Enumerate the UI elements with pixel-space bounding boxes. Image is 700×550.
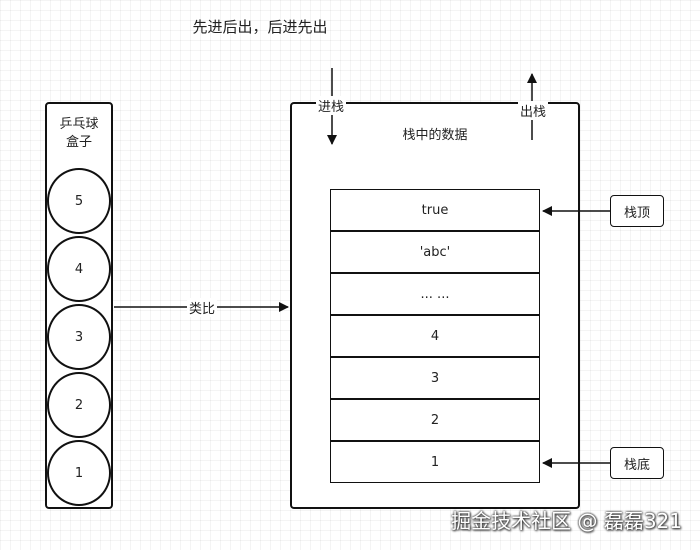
analogy-label: 类比: [187, 298, 218, 317]
pop-label: 出栈: [518, 101, 549, 120]
ping-pong-ball: 1: [47, 440, 111, 506]
stack-bottom-label: 栈底: [610, 447, 664, 479]
ping-pong-label-line1: 乒乓球: [59, 117, 99, 132]
diagram-title: 先进后出，后进先出: [192, 18, 328, 36]
stack-cell: true: [330, 189, 540, 231]
stack-top-label: 栈顶: [610, 195, 664, 227]
stack-cell: 2: [330, 399, 540, 441]
ping-pong-ball: 5: [47, 168, 111, 234]
stack-cell: 4: [330, 315, 540, 357]
stack-cell: 1: [330, 441, 540, 483]
ping-pong-ball: 3: [47, 304, 111, 370]
ping-pong-box-label: 乒乓球 盒子: [45, 116, 113, 152]
stack-cell: 3: [330, 357, 540, 399]
stack-title: 栈中的数据: [402, 128, 468, 143]
stack-cell: 'abc': [330, 231, 540, 273]
ping-pong-label-line2: 盒子: [65, 135, 92, 150]
push-label: 进栈: [316, 96, 347, 115]
ping-pong-ball: 4: [47, 236, 111, 302]
stack-cell: ... ...: [330, 273, 540, 315]
ping-pong-ball: 2: [47, 372, 111, 438]
watermark-text: 掘金技术社区 @ 磊磊321: [451, 509, 682, 533]
